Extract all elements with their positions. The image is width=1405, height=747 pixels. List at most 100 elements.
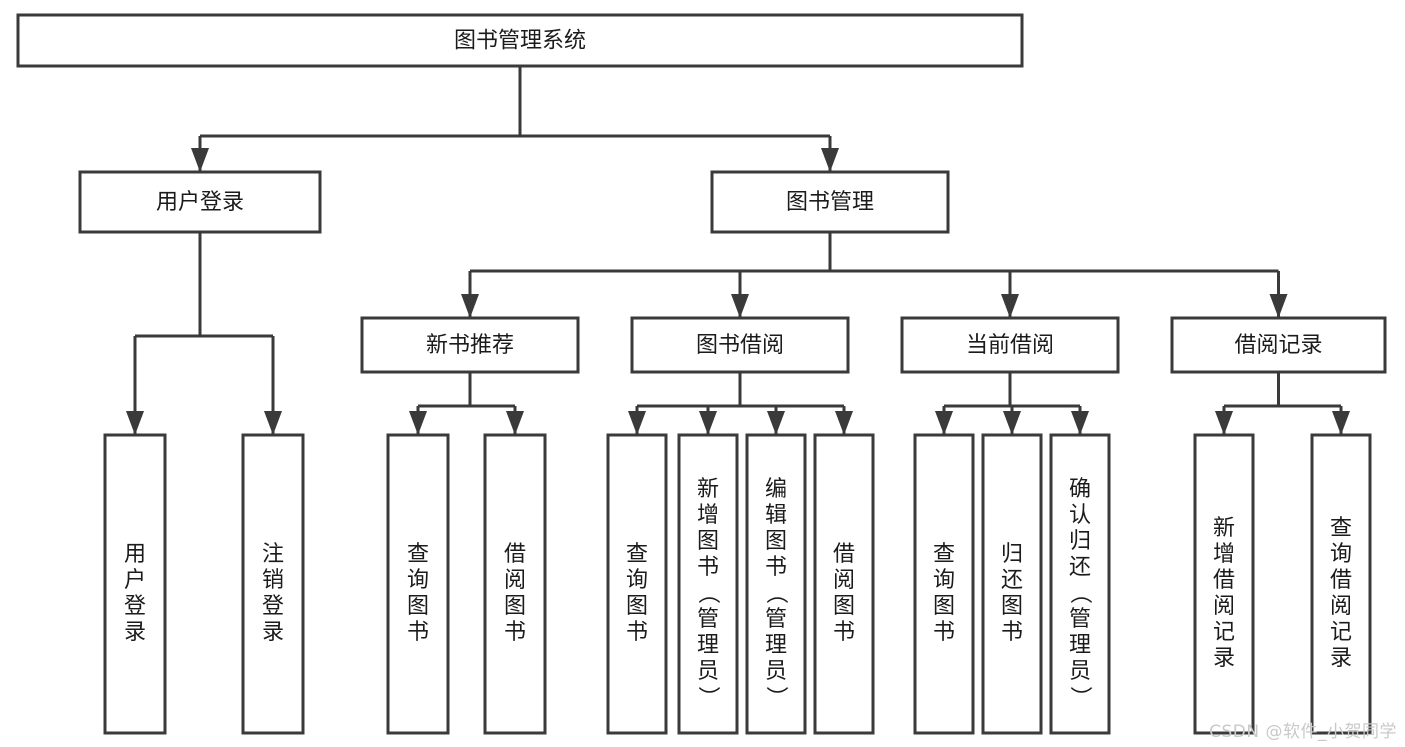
- node-label-char: 借: [504, 542, 526, 567]
- node-label-char: 还: [1069, 555, 1091, 580]
- node-label-char: 录: [1213, 646, 1235, 671]
- node-box-root: [16, 13, 1024, 68]
- node-records[interactable]: 借阅记录: [1170, 316, 1387, 374]
- arrow-head-icon-bookmgmt: [821, 148, 839, 172]
- node-l13[interactable]: 查询借阅记录查询借阅记录: [1310, 433, 1372, 735]
- arrow-head-icon-l8: [835, 411, 853, 435]
- node-label-char: 图: [765, 529, 787, 554]
- node-label-char: 书: [697, 555, 719, 580]
- node-box-l2: [241, 433, 305, 735]
- node-label-char: 书: [504, 620, 526, 645]
- node-label-char: 书: [1001, 620, 1023, 645]
- node-l5[interactable]: 查询图书查询图书: [606, 433, 668, 735]
- node-label-newbook: 新书推荐: [426, 333, 514, 358]
- arrow-head-icon-newbook: [461, 294, 479, 318]
- node-l10[interactable]: 归还图书归还图书: [981, 433, 1043, 735]
- node-label-char: 归: [1001, 542, 1023, 567]
- node-label-char: 员: [1069, 659, 1091, 684]
- node-label-char: 图: [407, 594, 429, 619]
- node-box-l12: [1193, 433, 1255, 735]
- node-box-l13: [1310, 433, 1372, 735]
- node-root[interactable]: 图书管理系统: [16, 13, 1024, 68]
- node-label-char: 管: [1069, 607, 1091, 632]
- node-label-char: 归: [1069, 529, 1091, 554]
- node-label-char: 增: [1213, 542, 1235, 567]
- node-label-char: 借: [1330, 568, 1352, 593]
- node-label-char: 新: [697, 477, 719, 502]
- node-borrow[interactable]: 图书借阅: [630, 316, 850, 374]
- node-label-borrow: 图书借阅: [696, 333, 784, 358]
- node-label-char: 询: [407, 568, 429, 593]
- node-label-char: 图: [1001, 594, 1023, 619]
- node-label-current: 当前借阅: [966, 333, 1054, 358]
- node-box-l5: [606, 433, 668, 735]
- node-current[interactable]: 当前借阅: [900, 316, 1120, 374]
- arrow-head-icon-l11: [1071, 411, 1089, 435]
- node-l2[interactable]: 注销登录注销登录: [241, 433, 305, 735]
- node-label-char: 询: [933, 568, 955, 593]
- node-bookmgmt[interactable]: 图书管理: [710, 170, 950, 234]
- node-label-root: 图书管理系统: [454, 29, 586, 54]
- arrow-head-icon-borrow: [731, 294, 749, 318]
- node-l9[interactable]: 查询图书查询图书: [913, 433, 975, 735]
- node-label-char: 理: [1069, 633, 1091, 658]
- node-label-char: 图: [626, 594, 648, 619]
- node-login[interactable]: 用户登录: [78, 170, 322, 234]
- node-label-char: 录: [262, 620, 284, 645]
- connector-layer: [126, 66, 1350, 435]
- arrow-head-icon-l10: [1003, 411, 1021, 435]
- node-newbook[interactable]: 新书推荐: [360, 316, 580, 374]
- node-label-char: 户: [124, 568, 146, 593]
- node-box-l9: [913, 433, 975, 735]
- node-label-char: ）: [763, 686, 788, 708]
- arrow-head-icon-l4: [506, 411, 524, 435]
- node-label-char: 认: [1069, 503, 1091, 528]
- node-box-l8: [813, 433, 875, 735]
- node-label-char: 借: [833, 542, 855, 567]
- node-label-char: 图: [933, 594, 955, 619]
- node-layer: 图书管理系统用户登录图书管理新书推荐图书借阅当前借阅借阅记录用户登录用户登录注销…: [16, 13, 1387, 735]
- node-label-char: 理: [697, 633, 719, 658]
- node-label-char: 书: [407, 620, 429, 645]
- node-box-records: [1170, 316, 1387, 374]
- node-label-char: 员: [697, 659, 719, 684]
- node-label-char: 增: [697, 503, 719, 528]
- arrow-head-icon-l6: [699, 411, 717, 435]
- node-label-char: 记: [1213, 620, 1235, 645]
- node-label-records: 借阅记录: [1234, 333, 1322, 358]
- node-label-char: 录: [124, 620, 146, 645]
- node-label-char: 询: [1330, 542, 1352, 567]
- node-box-l10: [981, 433, 1043, 735]
- arrow-head-icon-l3: [409, 411, 427, 435]
- node-box-borrow: [630, 316, 850, 374]
- node-label-char: 借: [1213, 568, 1235, 593]
- node-l4[interactable]: 借阅图书借阅图书: [483, 433, 547, 735]
- arrow-head-icon-l5: [628, 411, 646, 435]
- node-label-char: ）: [695, 686, 720, 708]
- node-label-char: 销: [262, 568, 284, 593]
- node-l12[interactable]: 新增借阅记录新增借阅记录: [1193, 433, 1255, 735]
- node-label-char: ）: [1067, 686, 1092, 708]
- node-label-char: 书: [765, 555, 787, 580]
- node-label-char: （: [695, 582, 720, 604]
- node-l8[interactable]: 借阅图书借阅图书: [813, 433, 875, 735]
- node-l3[interactable]: 查询图书查询图书: [386, 433, 450, 735]
- node-label-char: 查: [1330, 516, 1352, 541]
- arrow-head-icon-l2: [264, 411, 282, 435]
- node-label-char: 记: [1330, 620, 1352, 645]
- node-box-l7: [745, 433, 807, 735]
- node-box-newbook: [360, 316, 580, 374]
- arrow-head-icon-l13: [1332, 411, 1350, 435]
- node-label-char: 查: [933, 542, 955, 567]
- watermark-label: CSDN @软件_小贺同学: [1209, 722, 1397, 742]
- node-label-char: 书: [626, 620, 648, 645]
- arrow-head-icon-login: [191, 148, 209, 172]
- arrow-head-icon-current: [1001, 294, 1019, 318]
- node-box-l1: [103, 433, 167, 735]
- node-label-char: 确: [1069, 477, 1091, 502]
- node-box-current: [900, 316, 1120, 374]
- node-l1[interactable]: 用户登录用户登录: [103, 433, 167, 735]
